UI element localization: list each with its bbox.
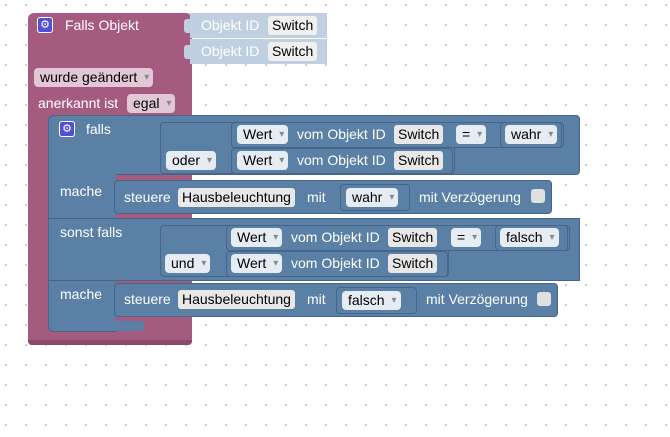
logic-dropdown-1[interactable]: oder xyxy=(166,151,217,170)
objekt-id-label-1: Objekt ID xyxy=(201,17,260,33)
change-type-dropdown[interactable]: wurde geändert xyxy=(34,68,154,87)
hausbeleuchtung-field-2[interactable]: Hausbeleuchtung xyxy=(178,290,295,309)
steuere-label-2: steuere xyxy=(124,291,171,307)
switch-field-3[interactable]: Switch xyxy=(394,125,444,144)
operator-dropdown-2[interactable]: = xyxy=(451,228,482,247)
bool-dropdown-4[interactable]: falsch xyxy=(342,291,401,310)
verzoegerung-label-2: mit Verzögerung xyxy=(426,291,528,307)
vom-objekt-id-label-4: vom Objekt ID xyxy=(291,255,380,271)
verzoegerung-checkbox-1[interactable] xyxy=(531,189,545,203)
sonst-falls-label: sonst falls xyxy=(60,224,123,240)
switch-field-4[interactable]: Switch xyxy=(394,151,444,170)
trigger-block-shadow xyxy=(28,340,192,345)
input-connector xyxy=(184,45,190,59)
logic-dropdown-2[interactable]: und xyxy=(165,254,211,273)
anerkannt-ist-label: anerkannt ist xyxy=(38,95,119,111)
switch-field-1[interactable]: Switch xyxy=(268,16,318,35)
bool-dropdown-2[interactable]: wahr xyxy=(346,188,399,207)
objekt-id-label-2: Objekt ID xyxy=(201,43,260,59)
verzoegerung-checkbox-2[interactable] xyxy=(537,292,551,306)
trigger-title: Falls Objekt xyxy=(65,17,139,33)
vom-objekt-id-label-3: vom Objekt ID xyxy=(291,229,380,245)
verzoegerung-label-1: mit Verzögerung xyxy=(419,189,521,205)
wert-dropdown-1[interactable]: Wert xyxy=(237,125,289,144)
hausbeleuchtung-field-1[interactable]: Hausbeleuchtung xyxy=(178,188,295,207)
switch-field-2[interactable]: Switch xyxy=(268,42,318,61)
operator-dropdown-1[interactable]: = xyxy=(456,125,487,144)
bool-dropdown-3[interactable]: falsch xyxy=(500,228,559,247)
falls-label: falls xyxy=(86,121,111,137)
wert-dropdown-4[interactable]: Wert xyxy=(231,254,283,273)
steuere-label-1: steuere xyxy=(124,189,171,205)
wert-dropdown-3[interactable]: Wert xyxy=(231,228,283,247)
ack-dropdown[interactable]: egal xyxy=(127,94,176,113)
switch-field-6[interactable]: Switch xyxy=(388,254,438,273)
switch-field-5[interactable]: Switch xyxy=(388,228,438,247)
input-connector xyxy=(184,19,190,33)
bool-dropdown-1[interactable]: wahr xyxy=(505,125,558,144)
gear-icon[interactable]: ⚙ xyxy=(37,17,53,33)
mache-label-1: mache xyxy=(60,183,103,199)
mit-label-1: mit xyxy=(307,189,326,205)
mache-label-2: mache xyxy=(60,286,103,302)
gear-icon[interactable]: ⚙ xyxy=(59,121,75,137)
if-block-bottom xyxy=(50,321,144,331)
wert-dropdown-2[interactable]: Wert xyxy=(237,151,289,170)
vom-objekt-id-label-2: vom Objekt ID xyxy=(297,152,386,168)
mit-label-2: mit xyxy=(307,291,326,307)
vom-objekt-id-label-1: vom Objekt ID xyxy=(297,126,386,142)
